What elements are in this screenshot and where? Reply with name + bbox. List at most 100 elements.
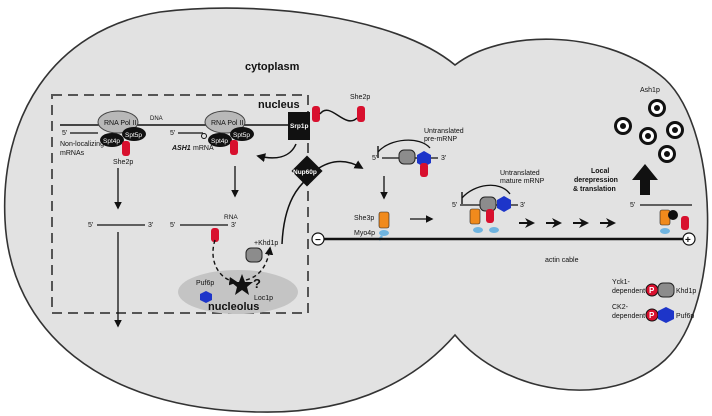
khd1p-mature	[479, 196, 497, 212]
she3p-mature	[469, 208, 481, 225]
five-prime-label: 5'	[170, 130, 175, 137]
cell-outline	[3, 7, 709, 413]
puf6p-legend-label: Puf6p	[676, 313, 694, 320]
plus-end	[682, 232, 696, 246]
spt5p-label: Spt5p	[125, 132, 142, 139]
rna-pol-ii	[97, 110, 139, 134]
she2p-protein	[122, 141, 130, 156]
myo4p-localized	[660, 228, 670, 234]
ash1p-proteins	[614, 99, 684, 163]
phospho-p-1: P	[649, 286, 655, 295]
spt5p	[230, 127, 254, 141]
cytoplasm-label: cytoplasm	[245, 61, 300, 73]
spt4p-label: Spt4p	[211, 138, 228, 145]
local-label-3: & translation	[573, 186, 616, 193]
question-mark: ?	[253, 276, 261, 291]
local-label-2: derepression	[574, 177, 618, 184]
spt4p	[208, 133, 232, 147]
she2p-import-path	[319, 109, 358, 122]
five-prime-localized: 5'	[630, 202, 635, 209]
untranslated-mature-label-2: mature mRNP	[500, 178, 545, 185]
she3p-label: She3p	[354, 215, 374, 222]
dna-label: DNA	[150, 116, 163, 122]
spt5p	[122, 127, 146, 141]
she2p-pre	[420, 163, 428, 177]
stem-loop	[201, 133, 207, 139]
she2p-label-1: She2p	[113, 159, 133, 166]
puf6p-pre	[417, 151, 431, 167]
nup60p-label: Nup60p	[293, 169, 317, 176]
untranslated-pre-label-2: pre-mRNP	[424, 136, 457, 143]
she2p-label-2: She2p	[350, 94, 370, 101]
three-prime-mid: 3'	[231, 222, 236, 229]
srp1p	[288, 112, 310, 140]
local-label-1: Local	[591, 168, 609, 175]
translation-arrow	[632, 164, 658, 195]
import-arrow	[256, 143, 297, 163]
export-arrow-2	[315, 160, 364, 171]
spt4p	[100, 133, 124, 147]
dashed-path-in	[212, 239, 238, 286]
myo4p-mature-1	[473, 227, 483, 233]
actin-cable-label: actin cable	[545, 257, 579, 264]
yck1-label-1: Yck1-	[612, 279, 631, 286]
star-icon	[231, 274, 253, 295]
puf6p-legend	[658, 307, 674, 323]
puf6p-label: Puf6p	[196, 280, 214, 287]
myo4p	[379, 230, 389, 236]
nucleus-label: nucleus	[258, 99, 300, 111]
transport-arrows	[519, 218, 616, 228]
spt4p-label: Spt4p	[103, 138, 120, 145]
dashed-path-out	[245, 246, 274, 281]
five-prime-label: 5'	[62, 130, 67, 137]
khd1p-legend	[657, 282, 675, 298]
spt5p-label: Spt5p	[233, 132, 250, 139]
repression-arc-2	[461, 184, 511, 199]
phospho-p-2: P	[649, 311, 655, 320]
she2p-cytoplasmic	[357, 106, 365, 122]
she2p-mature	[486, 209, 494, 223]
rna-pol-ii	[204, 110, 246, 134]
nup60p	[291, 155, 323, 187]
transcription-complex-2: RNA Pol II Spt4p Spt5p 5' ASH1 mRNA	[170, 110, 254, 155]
non-localizing-label-2: mRNAs	[60, 150, 85, 157]
plus-khd1p-label: +Khd1p	[254, 240, 278, 247]
myo4p-label: Myo4p	[354, 230, 375, 237]
minus-end-label: −	[315, 235, 321, 246]
khd1p-pre	[398, 149, 416, 165]
non-localizing-label-1: Non-localizing	[60, 141, 104, 148]
five-prime-mid: 5'	[170, 222, 175, 229]
five-prime-pre: 5'	[372, 155, 377, 162]
repression-arc-1	[377, 139, 431, 153]
ash1p-label: Ash1p	[640, 87, 660, 94]
untranslated-pre-label-1: Untranslated	[424, 128, 464, 135]
three-prime-pre: 3'	[441, 155, 446, 162]
she2p-localized	[681, 216, 689, 230]
rna-pol-ii-label: RNA Pol II	[104, 120, 136, 127]
she3p	[378, 211, 390, 229]
myo4p-mature-2	[489, 227, 499, 233]
khd1p-legend-label: Khd1p	[676, 288, 696, 295]
ck2-label-2: dependent	[612, 313, 645, 320]
she2p-protein	[230, 140, 238, 155]
nucleolus-label: nucleolus	[208, 301, 259, 313]
minus-end	[311, 232, 325, 246]
she3p-localized	[659, 209, 671, 226]
plus-end-label: +	[685, 235, 691, 246]
loc1p-label: Loc1p	[254, 295, 273, 302]
she2p-at-srp1p	[312, 106, 320, 122]
khd1p-localized	[668, 210, 678, 220]
khd1p-gray	[245, 247, 263, 263]
three-prime-mature: 3'	[520, 202, 525, 209]
ash1-mrna-label: mRNA	[193, 145, 214, 152]
nucleus-boundary	[51, 94, 309, 314]
five-prime-mature: 5'	[452, 202, 457, 209]
untranslated-mature-label-1: Untranslated	[500, 170, 540, 177]
she2p-on-mrna	[211, 228, 219, 242]
yck1-label-2: dependent	[612, 288, 645, 295]
puf6p-hexagon	[200, 291, 212, 303]
five-prime-left: 5'	[88, 222, 93, 229]
puf6p-mature	[497, 196, 511, 212]
rna-label: RNA	[224, 214, 238, 221]
